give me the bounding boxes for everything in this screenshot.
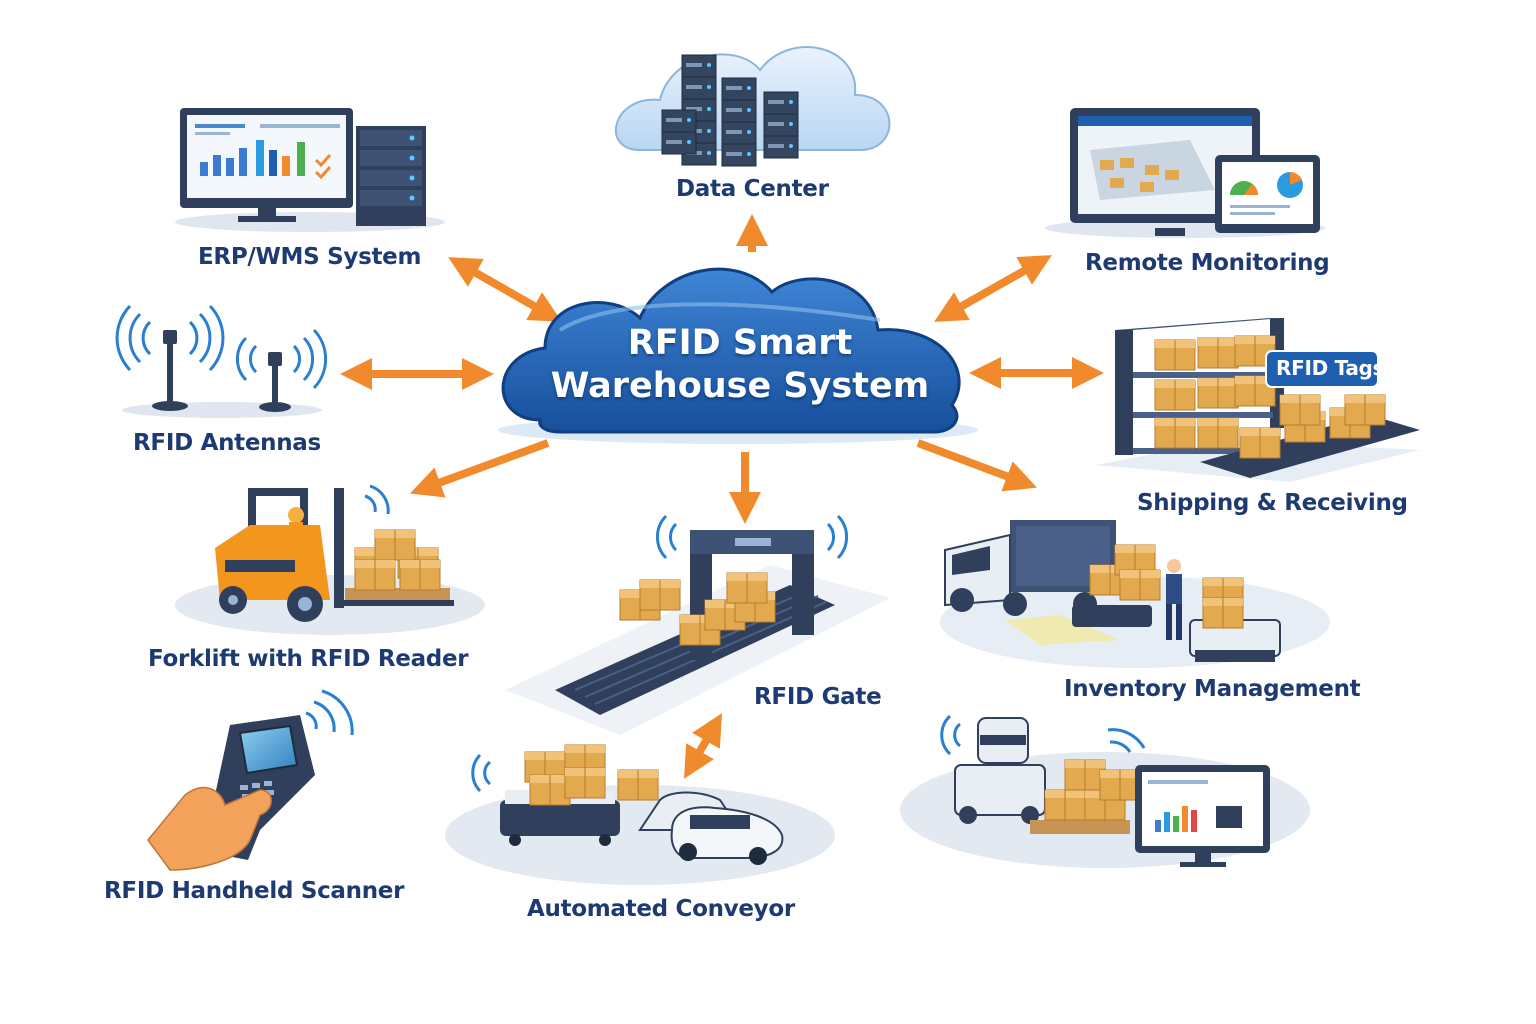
rfid-antennas-illustration [115, 304, 328, 418]
arrow-to-forklift [409, 439, 550, 498]
label-inventory-management: Inventory Management [1064, 676, 1361, 702]
label-rfid-antennas: RFID Antennas [133, 430, 321, 456]
label-shipping-receiving: Shipping & Receiving [1137, 490, 1408, 516]
shipping-receiving-illustration [1095, 318, 1420, 482]
data-center-illustration [615, 46, 891, 167]
arrow-to-inventory [916, 439, 1037, 492]
arrow-remote-monitoring [934, 255, 1052, 322]
arrows [340, 214, 1104, 779]
erp-wms-illustration [175, 108, 445, 232]
label-remote-monitoring: Remote Monitoring [1085, 250, 1330, 276]
label-data-center: Data Center [676, 176, 829, 202]
automated-conveyor-illustration [445, 744, 835, 885]
label-rfid-tags: RFID Tags [1276, 356, 1385, 380]
rfid-gate-illustration [505, 514, 890, 735]
hub-title-line2: Warehouse System [550, 366, 930, 406]
arrow-gate-conveyor [683, 713, 723, 779]
handheld-scanner-illustration [147, 689, 354, 871]
hub-title-line1: RFID Smart [627, 323, 853, 363]
hub-cloud [498, 267, 978, 444]
forklift-illustration [175, 484, 485, 635]
label-automated-conveyor: Automated Conveyor [527, 896, 795, 922]
arrow-erp-wms [448, 257, 562, 322]
label-erp-wms: ERP/WMS System [198, 244, 422, 270]
warehouse-robot-illustration [900, 714, 1310, 868]
label-forklift: Forklift with RFID Reader [148, 646, 469, 672]
remote-monitoring-illustration [1045, 108, 1325, 238]
label-handheld-scanner: RFID Handheld Scanner [104, 878, 405, 904]
label-rfid-gate: RFID Gate [754, 684, 882, 710]
inventory-management-illustration [940, 520, 1330, 668]
